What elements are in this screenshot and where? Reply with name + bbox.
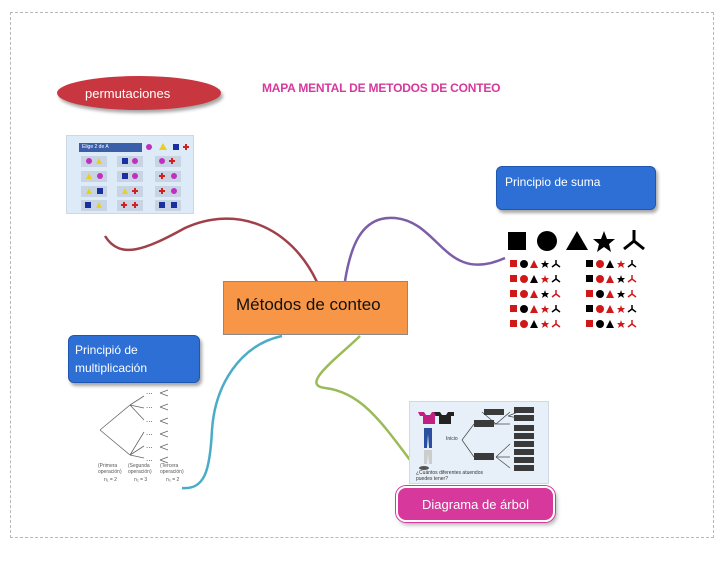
mult-caption-2: (Segunda operación) bbox=[128, 463, 152, 475]
connector-permutaciones bbox=[103, 217, 319, 283]
svg-text:···: ··· bbox=[146, 390, 153, 398]
connector-arbol bbox=[315, 335, 412, 461]
svg-text:···: ··· bbox=[146, 444, 153, 452]
permutaciones-image: Elige 2 de A bbox=[66, 135, 194, 214]
node-diagrama-arbol-label: Diagrama de árbol bbox=[422, 496, 529, 512]
perm-shapes bbox=[81, 143, 189, 211]
connector-suma bbox=[343, 216, 506, 282]
node-principio-multiplicacion[interactable]: Principió de multiplicación bbox=[68, 335, 200, 383]
node-metodos-de-conteo[interactable]: Métodos de conteo bbox=[223, 281, 408, 335]
mult-caption-1: (Primera operación) bbox=[98, 463, 122, 475]
arbol-inicio: Inicio bbox=[446, 436, 458, 442]
arbol-illustration bbox=[418, 407, 534, 471]
map-title: MAPA MENTAL DE METODOS DE CONTEO bbox=[262, 81, 501, 95]
node-center-label: Métodos de conteo bbox=[236, 295, 381, 314]
node-permutaciones[interactable]: permutaciones bbox=[57, 76, 221, 110]
mult-count-3: n₃ = 2 bbox=[166, 477, 180, 483]
mult-count-2: n₂ = 3 bbox=[134, 477, 148, 483]
node-principio-suma[interactable]: Principio de suma bbox=[496, 166, 656, 210]
arbol-question: ¿Cuántos diferentes atuendos puedes tene… bbox=[416, 470, 483, 482]
svg-text:···: ··· bbox=[146, 404, 153, 412]
mult-caption-3: (Tercera operación) bbox=[160, 463, 184, 475]
node-diagrama-arbol[interactable]: Diagrama de árbol bbox=[396, 486, 555, 522]
perm-header: Elige 2 de A bbox=[79, 143, 142, 152]
svg-text:···: ··· bbox=[146, 431, 153, 439]
mult-count-1: n₁ = 2 bbox=[104, 477, 117, 483]
node-permutaciones-label: permutaciones bbox=[85, 85, 171, 101]
perm-header-text: Elige 2 de A bbox=[82, 144, 109, 150]
connector-multiplicacion bbox=[181, 334, 283, 490]
svg-text:···: ··· bbox=[146, 418, 153, 426]
page-border bbox=[10, 12, 714, 538]
node-mult-line1: Principió de bbox=[75, 343, 138, 357]
suma-grid bbox=[510, 260, 637, 328]
node-principio-suma-label: Principio de suma bbox=[505, 175, 601, 189]
arbol-image: Inicio ¿Cuántos diferentes atuendos pued… bbox=[409, 401, 549, 484]
svg-text:···: ··· bbox=[146, 457, 153, 465]
node-mult-line2: multiplicación bbox=[75, 361, 148, 375]
